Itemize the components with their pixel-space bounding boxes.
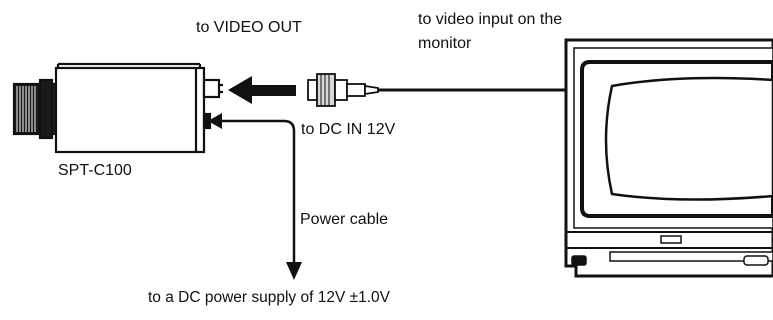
bnc-connector-icon xyxy=(307,73,379,107)
arrow-left-icon xyxy=(228,76,296,104)
arrow-left-small-icon xyxy=(208,113,222,129)
monitor-control-strip xyxy=(609,251,773,262)
camera-icon xyxy=(12,62,223,154)
camera-lens xyxy=(12,82,42,136)
power-cable-line xyxy=(212,119,296,262)
dc-in-label: to DC IN 12V xyxy=(301,121,396,138)
video-out-jack xyxy=(202,78,221,99)
arrow-down-icon xyxy=(286,262,302,280)
camera-model-label: SPT-C100 xyxy=(58,162,132,179)
video-input-label: to video input on the monitor xyxy=(418,11,563,52)
power-cable-label: Power cable xyxy=(300,211,389,228)
monitor-knob xyxy=(571,255,587,266)
monitor-icon xyxy=(564,38,773,278)
camera-body xyxy=(54,66,206,154)
video-out-label: to VIDEO OUT xyxy=(196,19,302,36)
power-supply-label: to a DC power supply of 12V ±1.0V xyxy=(148,289,390,306)
monitor-badge xyxy=(660,235,682,244)
monitor-screen xyxy=(604,76,773,201)
